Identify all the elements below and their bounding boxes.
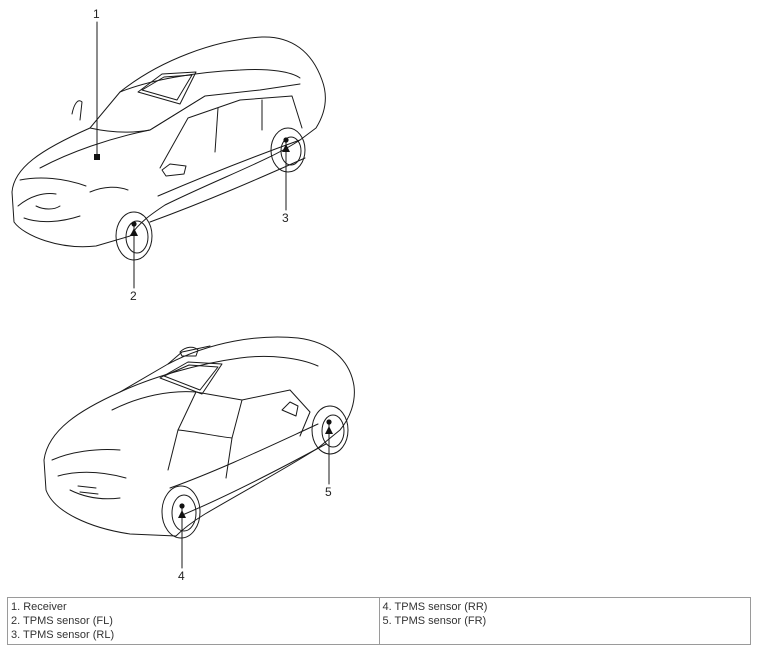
car-front-left-view (11, 36, 326, 261)
callout-5: 5 (325, 485, 332, 499)
legend-item-receiver: 1. Receiver (11, 601, 67, 613)
rear-right-wheel (161, 485, 201, 539)
callout-4: 4 (178, 569, 185, 583)
legend-column-right: 4. TPMS sensor (RR) 5. TPMS sensor (FR) (378, 597, 751, 645)
sensor-marker-rr (178, 503, 186, 518)
sensor-marker-fl (130, 221, 138, 236)
sensor-marker-fr (325, 419, 333, 434)
receiver-marker (94, 154, 100, 160)
legend-column-left: 1. Receiver 2. TPMS sensor (FL) 3. TPMS … (7, 597, 380, 645)
front-right-wheel (311, 405, 349, 455)
tpms-location-diagram: 1 2 3 4 5 (11, 7, 355, 583)
legend-item-tpms-fl: 2. TPMS sensor (FL) (11, 615, 113, 627)
rear-left-wheel (270, 127, 306, 173)
car-rear-left-view (43, 336, 355, 539)
callout-1: 1 (93, 7, 100, 21)
legend-item-tpms-rr: 4. TPMS sensor (RR) (382, 601, 488, 613)
legend-table: 1. Receiver 2. TPMS sensor (FL) 3. TPMS … (7, 597, 751, 645)
sensor-marker-rl (282, 137, 290, 152)
callout-3: 3 (282, 211, 289, 225)
legend-row: 1. Receiver 2. TPMS sensor (FL) 3. TPMS … (7, 597, 751, 645)
legend-item-tpms-fr: 5. TPMS sensor (FR) (382, 615, 487, 627)
legend-item-tpms-rl: 3. TPMS sensor (RL) (11, 629, 115, 641)
callout-2: 2 (130, 289, 137, 303)
